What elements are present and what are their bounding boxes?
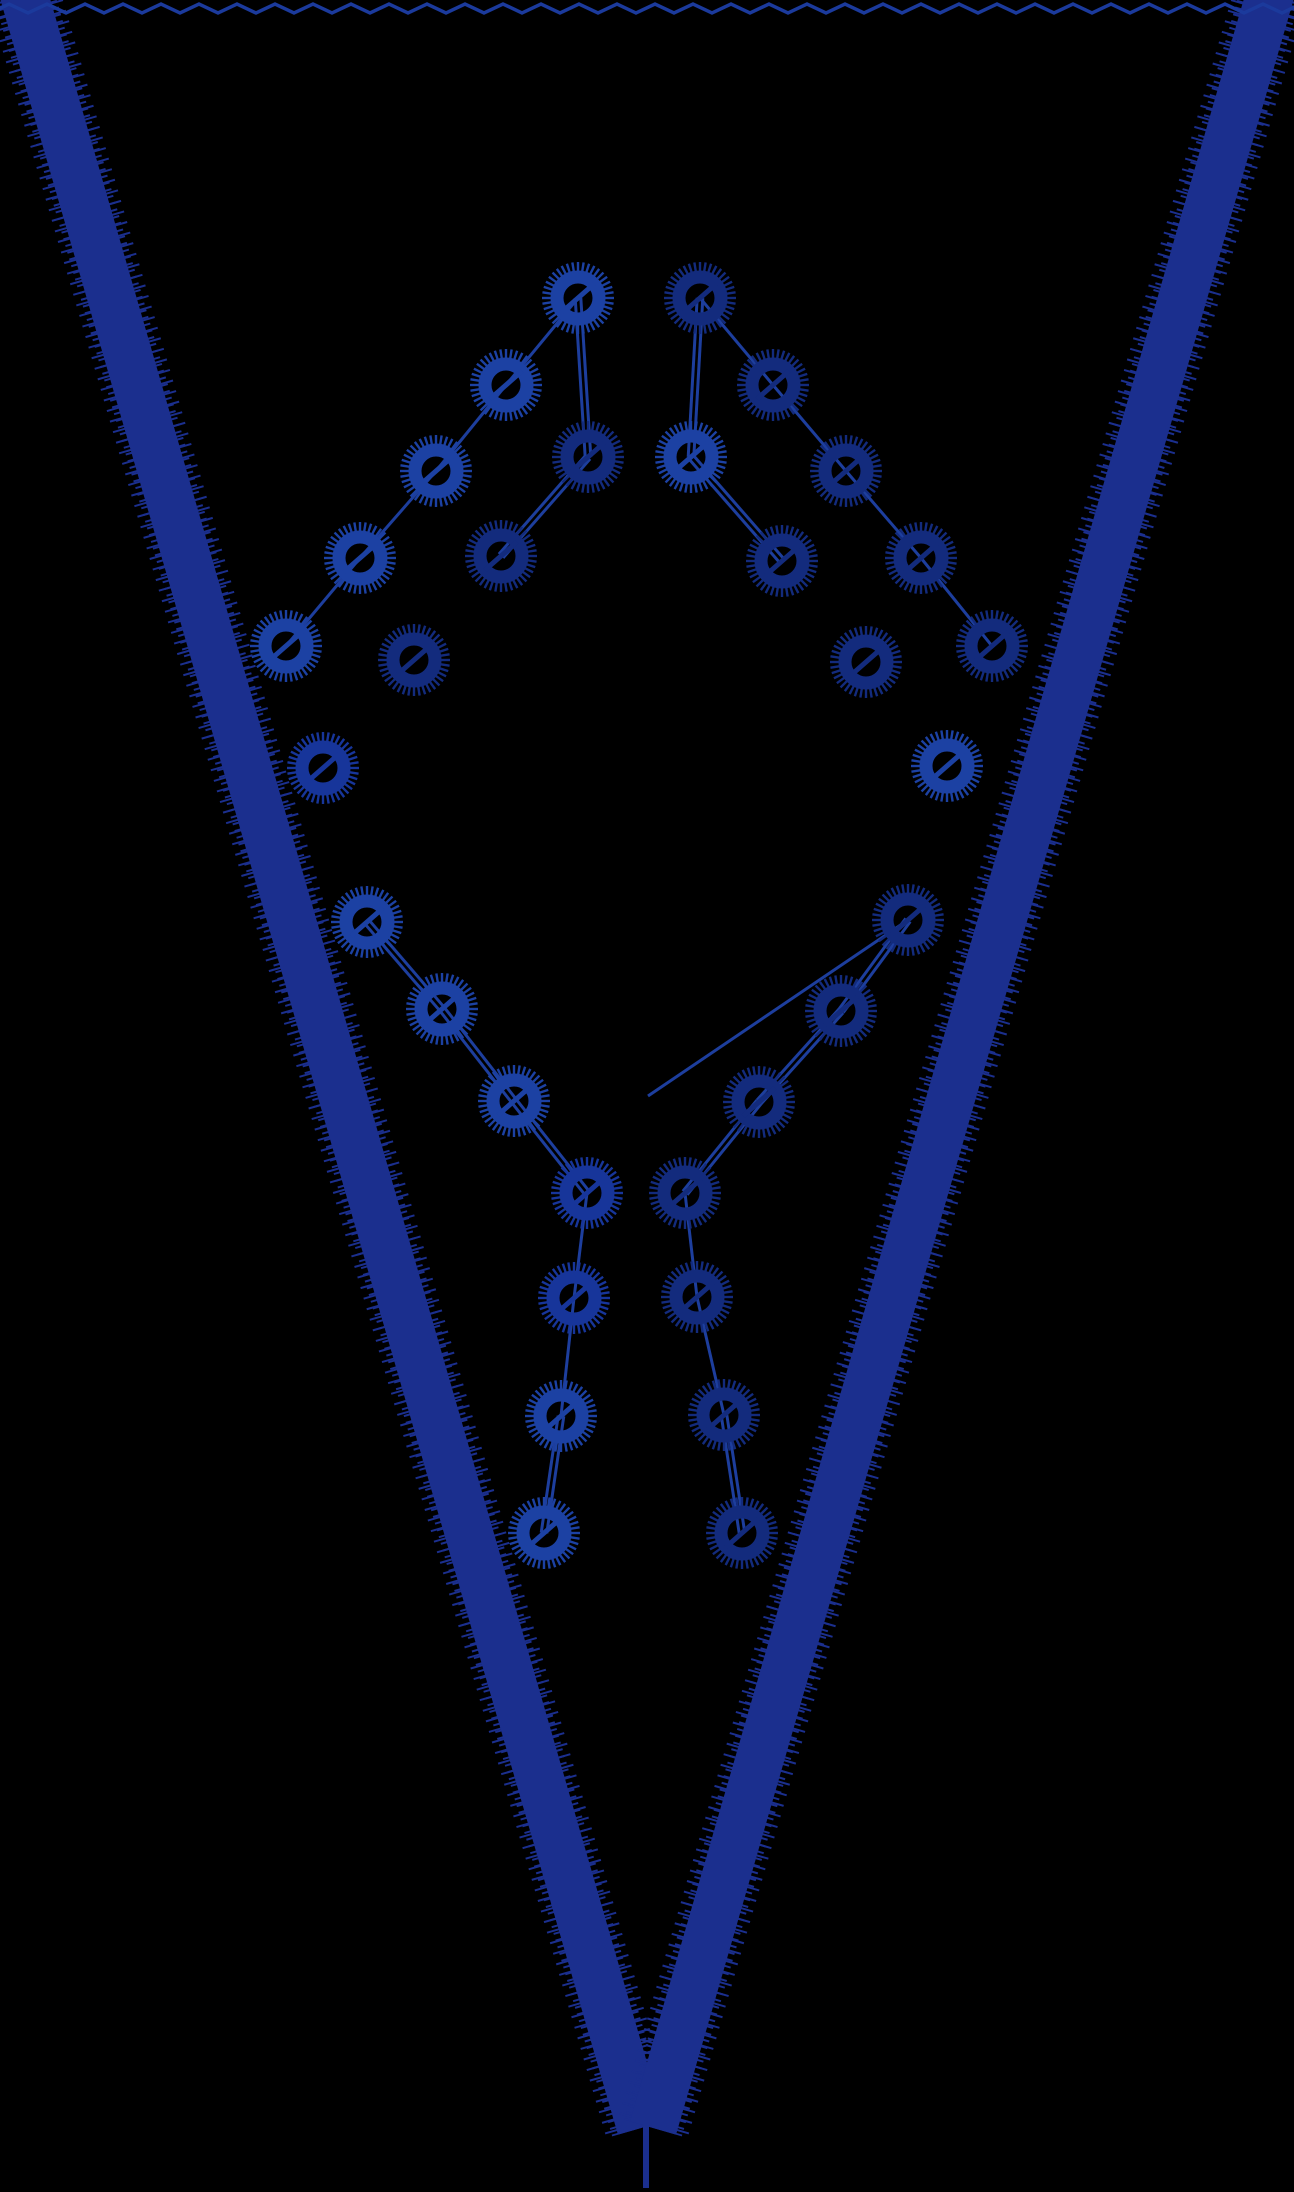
stitch-dot <box>331 886 403 958</box>
stitch-dot <box>552 421 624 493</box>
stitch-dot <box>655 421 727 493</box>
stitch-dot <box>551 1157 623 1229</box>
stitch-dot <box>956 610 1028 682</box>
stitch-dot <box>664 262 736 334</box>
stitch-dot <box>478 1065 550 1137</box>
stitch-dot <box>723 1066 795 1138</box>
stitch-dot <box>287 732 359 804</box>
pennant-border-left <box>0 0 676 2139</box>
stitch-dot <box>538 1262 610 1334</box>
stitch-dots <box>250 262 1028 1569</box>
stitch-dot <box>406 973 478 1045</box>
stitch-dot <box>400 435 472 507</box>
stitch-dot <box>378 624 450 696</box>
jump-stitch-line <box>647 918 909 1098</box>
stitch-dot <box>465 520 537 592</box>
stitch-dot <box>649 1157 721 1229</box>
stitch-dot <box>706 1497 778 1569</box>
stitch-dot <box>525 1380 597 1452</box>
stitch-dot <box>805 975 877 1047</box>
stitch-dot <box>885 522 957 594</box>
stitch-dot <box>911 730 983 802</box>
stitch-dot <box>470 349 542 421</box>
stitch-dot <box>810 435 882 507</box>
stitch-dot <box>746 525 818 597</box>
stitch-dot <box>542 262 614 334</box>
stitch-dot <box>872 884 944 956</box>
stitch-dot <box>324 522 396 594</box>
stitch-dot <box>250 610 322 682</box>
stitch-dot <box>830 626 902 698</box>
stitch-dot <box>688 1379 760 1451</box>
stitch-dot <box>737 349 809 421</box>
stitch-dot <box>508 1497 580 1569</box>
stitch-dot <box>661 1261 733 1333</box>
pennant-border-right <box>618 0 1294 2139</box>
top-zigzag-edge <box>0 2 1294 15</box>
